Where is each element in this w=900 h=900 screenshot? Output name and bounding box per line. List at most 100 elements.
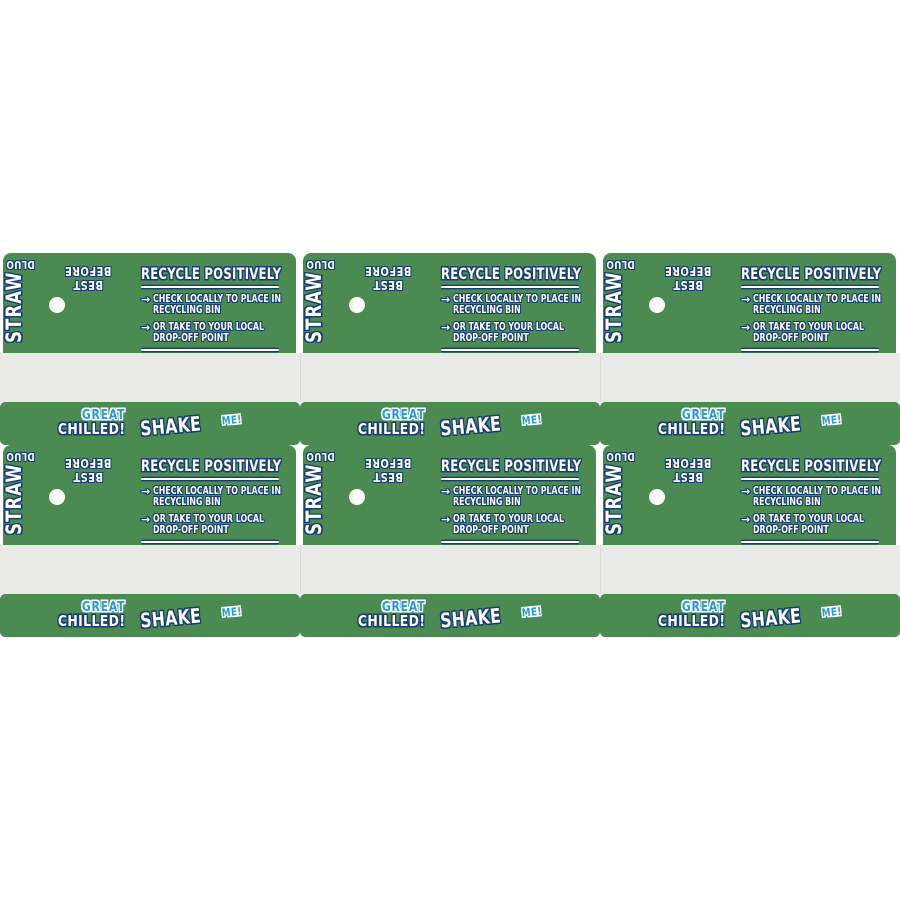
shake-label: SHAKE bbox=[739, 603, 819, 632]
shake-text: SHAKE bbox=[139, 603, 203, 633]
divider-line bbox=[141, 478, 279, 480]
shake-label: SHAKE bbox=[139, 411, 219, 440]
bullet-line: CHECK LOCALLY TO PLACE IN bbox=[153, 293, 282, 305]
bullet-line: CHECK LOCALLY TO PLACE IN bbox=[153, 485, 282, 497]
shake-me-lockup: SHAKE ME! bbox=[139, 409, 248, 440]
recycle-title: RECYCLE POSITIVELY bbox=[741, 264, 882, 283]
divider-line bbox=[741, 541, 879, 543]
great-chilled-lockup: GREAT CHILLED! bbox=[41, 600, 125, 629]
best-before-label: BEST BEFORE bbox=[64, 456, 112, 485]
straw-hole-icon bbox=[349, 489, 365, 505]
chilled-band: GREAT CHILLED! SHAKE ME! bbox=[600, 402, 900, 445]
bullet-line: CHECK LOCALLY TO PLACE IN bbox=[453, 485, 582, 497]
carton-label-panel: STRAW DLUO BEST BEFORE RECYCLE POSITIVEL… bbox=[0, 253, 300, 445]
tear-strip bbox=[0, 545, 300, 594]
chilled-band: GREAT CHILLED! SHAKE ME! bbox=[300, 594, 600, 637]
great-text: GREAT bbox=[681, 599, 725, 615]
arrow-right-icon: → bbox=[741, 485, 751, 498]
shake-label: SHAKE bbox=[139, 603, 219, 633]
shake-me-lockup: SHAKE ME! bbox=[139, 601, 248, 633]
arrow-right-icon: → bbox=[441, 513, 451, 526]
arrow-right-icon: → bbox=[741, 293, 751, 306]
chilled-label: CHILLED! bbox=[341, 613, 425, 629]
recycle-title: RECYCLE POSITIVELY bbox=[141, 458, 281, 474]
best-before-label: BEST BEFORE bbox=[64, 264, 112, 293]
chilled-band: GREAT CHILLED! SHAKE ME! bbox=[600, 594, 900, 637]
bullet-line: CHECK LOCALLY TO PLACE IN bbox=[753, 293, 882, 305]
shake-label: SHAKE bbox=[439, 603, 519, 633]
great-label: GREAT bbox=[341, 600, 425, 614]
recycle-title-text: RECYCLE POSITIVELY bbox=[741, 264, 882, 283]
divider-line bbox=[441, 286, 579, 288]
chilled-label: CHILLED! bbox=[641, 420, 725, 438]
carton-label-panel: STRAW DLUO BEST BEFORE RECYCLE POSITIVEL… bbox=[300, 445, 600, 637]
shake-text: SHAKE bbox=[439, 411, 503, 441]
dluo-label: DLUO bbox=[5, 450, 35, 463]
shake-text: SHAKE bbox=[739, 411, 803, 441]
bullet-line: OR TAKE TO YOUR LOCAL bbox=[453, 321, 565, 333]
dluo-label: DLUO bbox=[605, 258, 635, 271]
tear-strip bbox=[300, 545, 600, 594]
chilled-text: CHILLED! bbox=[657, 420, 725, 438]
arrow-right-icon: → bbox=[741, 513, 751, 526]
me-label: ME! bbox=[822, 605, 848, 620]
recycle-section: STRAW DLUO BEST BEFORE RECYCLE POSITIVEL… bbox=[302, 253, 596, 353]
bullet-line: DROP-OFF POINT bbox=[153, 332, 229, 344]
recycle-info-block: RECYCLE POSITIVELY → CHECK LOCALLY TO PL… bbox=[741, 458, 881, 543]
recycle-title: RECYCLE POSITIVELY bbox=[441, 458, 581, 474]
sheet-row: STRAW DLUO BEST BEFORE RECYCLE POSITIVEL… bbox=[0, 253, 900, 445]
recycle-section: STRAW DLUO BEST BEFORE RECYCLE POSITIVEL… bbox=[602, 445, 896, 545]
arrow-right-icon: → bbox=[141, 513, 151, 526]
shake-label: SHAKE bbox=[439, 411, 519, 441]
great-label: GREAT bbox=[41, 407, 125, 423]
bullet-line: CHECK LOCALLY TO PLACE IN bbox=[753, 485, 882, 497]
best-before-label: BEST BEFORE bbox=[664, 456, 712, 485]
recycle-info-block: RECYCLE POSITIVELY → CHECK LOCALLY TO PL… bbox=[141, 264, 282, 351]
divider-line bbox=[141, 541, 279, 543]
best-before-label: BEST BEFORE bbox=[664, 264, 712, 293]
great-chilled-lockup: GREAT CHILLED! bbox=[341, 408, 425, 437]
bullet-line: DROP-OFF POINT bbox=[753, 524, 829, 536]
recycle-info-block: RECYCLE POSITIVELY → CHECK LOCALLY TO PL… bbox=[741, 264, 882, 351]
me-label: ME! bbox=[222, 413, 248, 428]
best-before-label: BEST BEFORE bbox=[364, 456, 412, 485]
great-label: GREAT bbox=[641, 599, 725, 615]
me-label: ME! bbox=[522, 413, 548, 428]
bullet-line: DROP-OFF POINT bbox=[753, 332, 829, 344]
straw-label: STRAW bbox=[602, 463, 626, 535]
great-chilled-lockup: GREAT CHILLED! bbox=[341, 600, 425, 629]
recycle-info-block: RECYCLE POSITIVELY → CHECK LOCALLY TO PL… bbox=[441, 458, 582, 543]
bullet-line: CHECK LOCALLY TO PLACE IN bbox=[453, 293, 582, 305]
arrow-right-icon: → bbox=[141, 321, 151, 334]
chilled-label: CHILLED! bbox=[641, 613, 725, 629]
shake-text: SHAKE bbox=[439, 603, 503, 633]
chilled-label: CHILLED! bbox=[41, 421, 125, 437]
recycle-title-text: RECYCLE POSITIVELY bbox=[141, 264, 282, 283]
tear-strip bbox=[300, 353, 600, 402]
great-text: GREAT bbox=[81, 407, 125, 423]
tear-strip bbox=[0, 353, 300, 402]
recycle-info-block: RECYCLE POSITIVELY → CHECK LOCALLY TO PL… bbox=[441, 266, 582, 351]
arrow-right-icon: → bbox=[141, 485, 151, 498]
tear-strip bbox=[600, 545, 900, 594]
bullet-line: RECYCLING BIN bbox=[153, 496, 221, 508]
divider-line bbox=[741, 478, 879, 480]
me-label: ME! bbox=[822, 413, 848, 428]
tear-strip bbox=[600, 353, 900, 402]
arrow-right-icon: → bbox=[141, 293, 151, 306]
carton-label-panel: STRAW DLUO BEST BEFORE RECYCLE POSITIVEL… bbox=[600, 445, 900, 637]
divider-line bbox=[741, 349, 879, 351]
